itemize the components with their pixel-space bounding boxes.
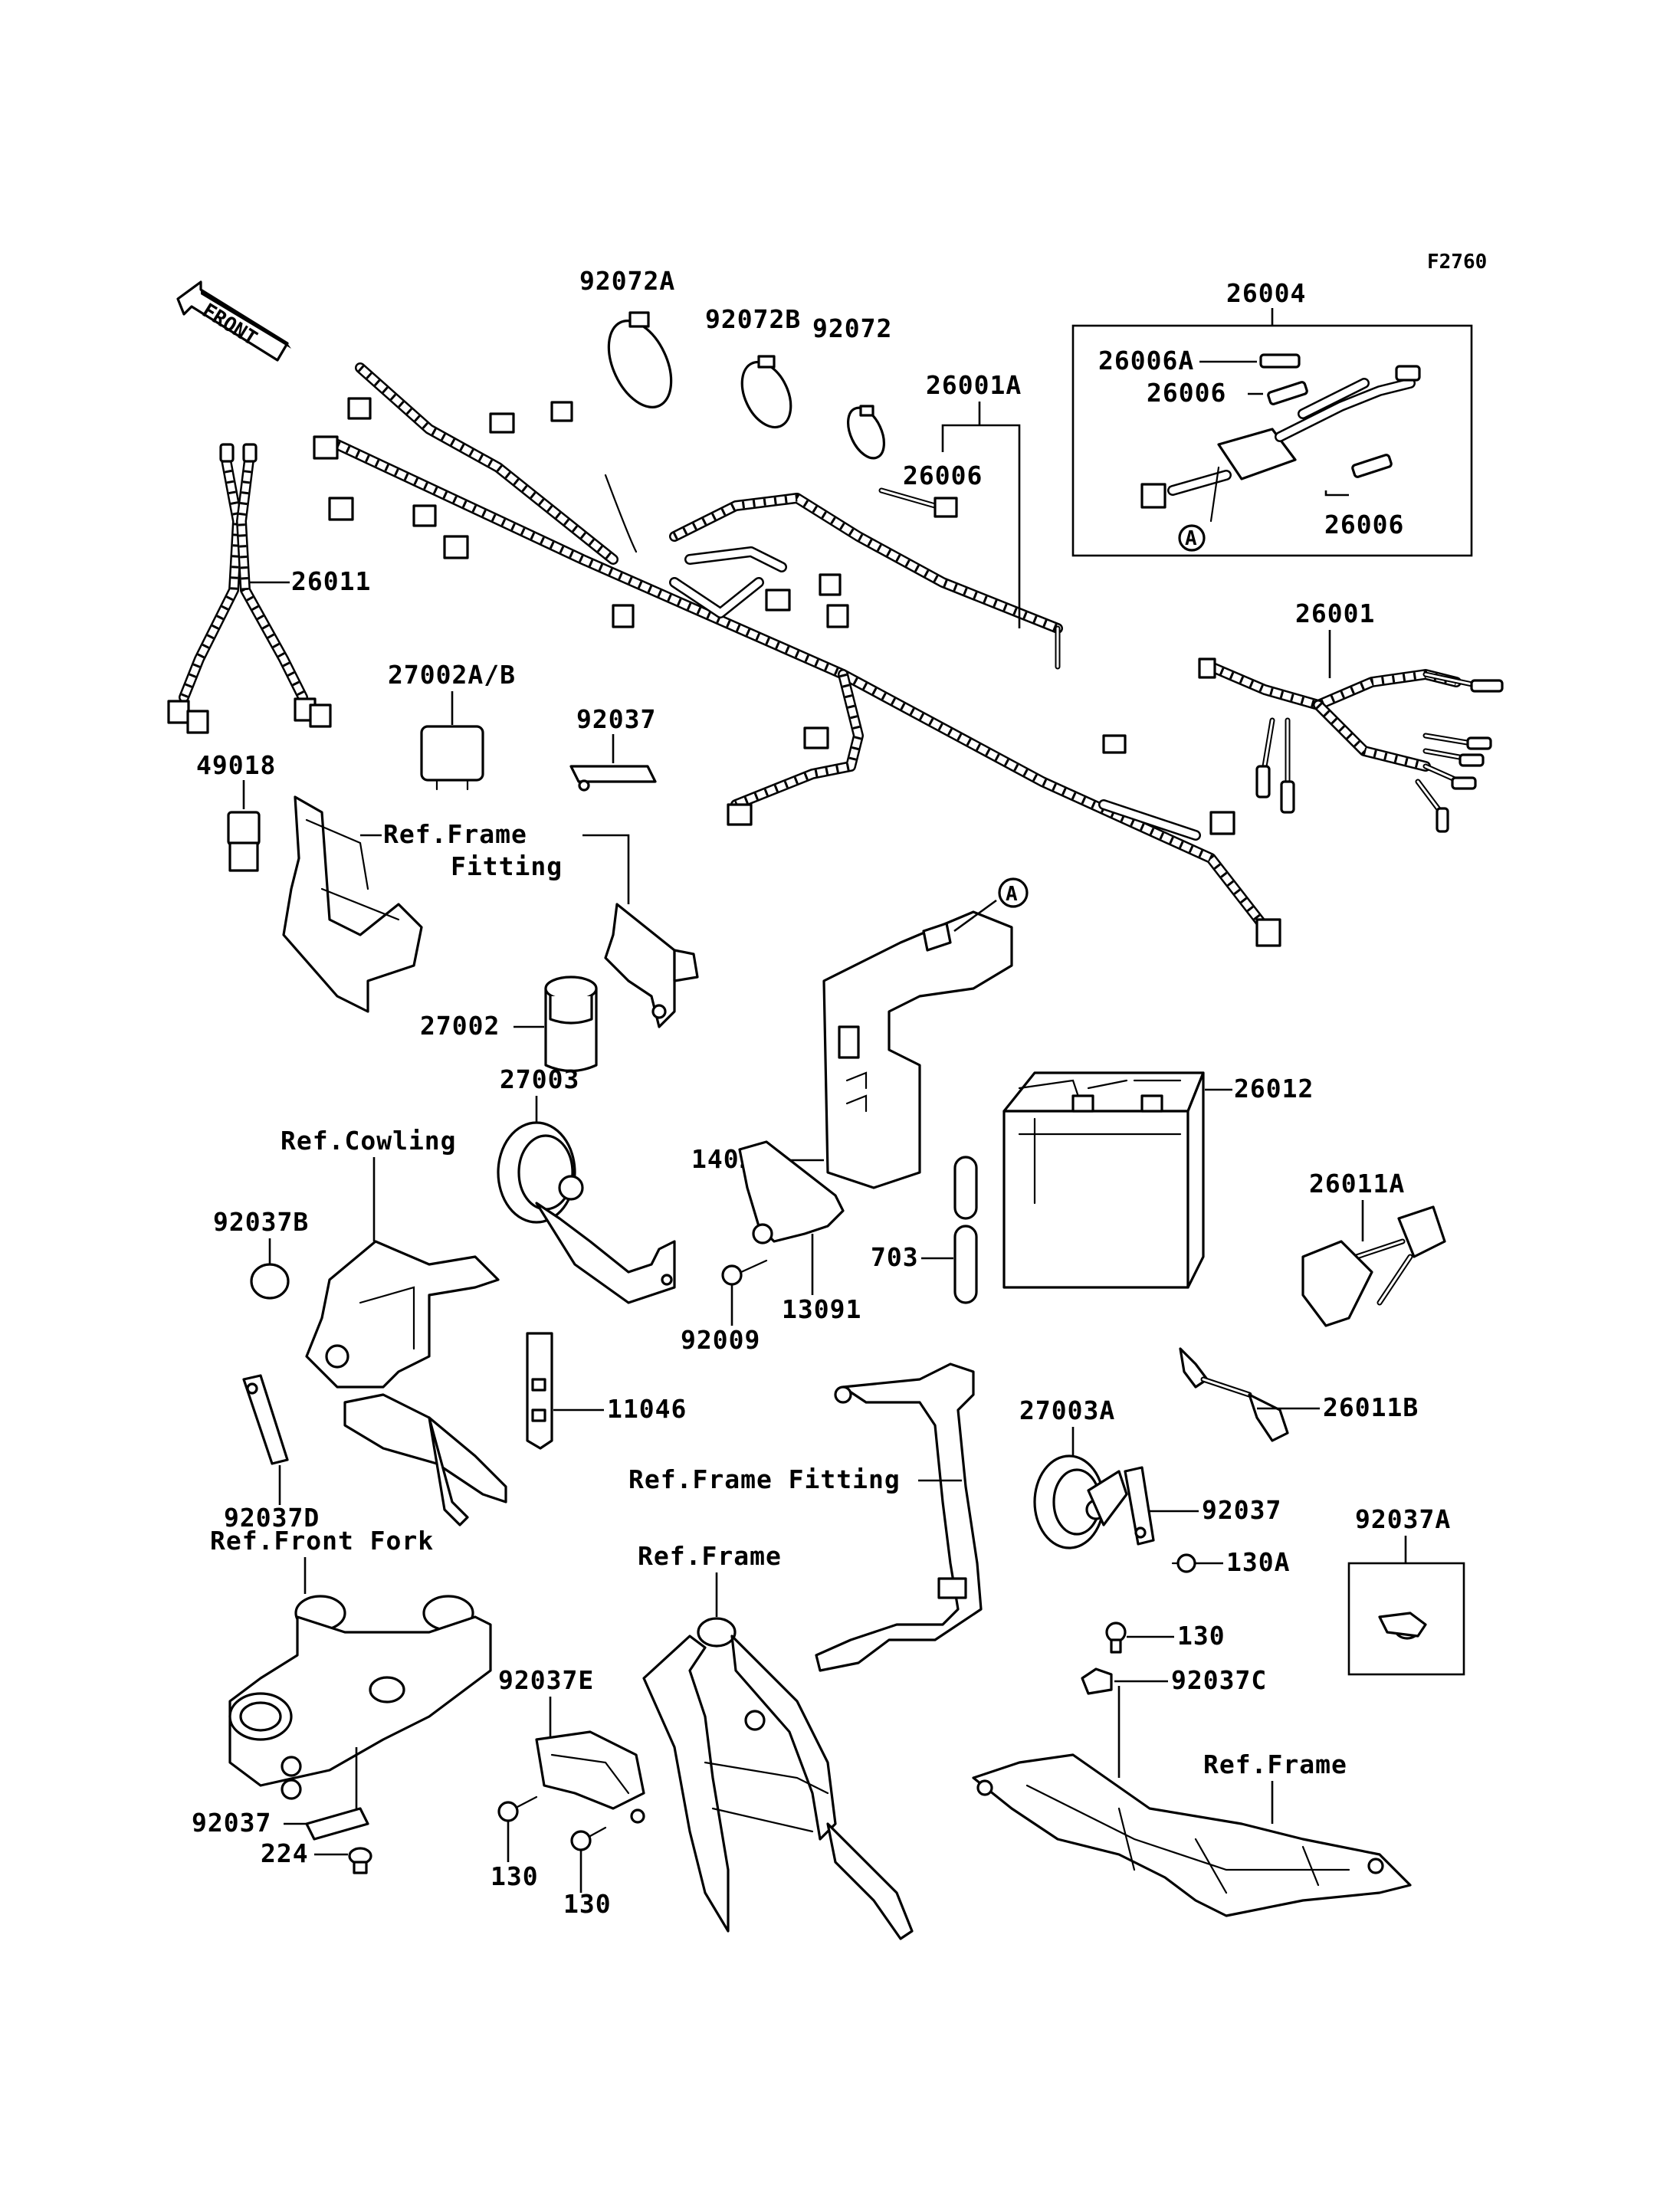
label-26004: 26004 <box>1226 278 1306 308</box>
front-arrow-icon: FRONT <box>176 280 291 362</box>
fork-bracket <box>228 1595 492 1800</box>
bracket-mount <box>604 903 699 1028</box>
label-26006A: 26006A <box>1098 346 1194 375</box>
label-49018: 49018 <box>196 750 276 780</box>
sub-harness-26001 <box>1198 657 1504 833</box>
label-92037-fork: 92037 <box>192 1808 271 1838</box>
label-27002: 27002 <box>420 1011 500 1041</box>
relay-49018 <box>227 811 261 872</box>
bracket-11046 <box>526 1332 553 1450</box>
cable-tie-92072B <box>740 355 792 429</box>
battery-26012 <box>1002 1071 1205 1289</box>
diagram-code: F2760 <box>1427 251 1487 274</box>
label-130-c: 130 <box>563 1889 612 1919</box>
label-26006-a: 26006 <box>1147 378 1226 408</box>
label-26011A: 26011A <box>1309 1169 1405 1199</box>
bracket-92037 <box>569 765 657 792</box>
clip-92037A <box>1378 1612 1427 1640</box>
main-wiring-harness <box>313 362 1281 947</box>
label-92072A: 92072A <box>579 266 675 296</box>
frame-main-section <box>642 1617 914 1940</box>
label-26006-harness: 26006 <box>903 461 983 490</box>
bolt-130-b <box>497 1795 538 1822</box>
callout-a-main-label: A <box>1006 883 1018 906</box>
relay-27002AB <box>420 725 484 791</box>
cable-tie-92072A <box>607 311 673 408</box>
label-130A: 130A <box>1226 1547 1290 1577</box>
clip-92037D <box>242 1374 289 1465</box>
bracket-92037-horn <box>1124 1466 1155 1546</box>
label-ref-frame-fitting-1a: Ref.Frame <box>383 819 527 849</box>
label-26006-b: 26006 <box>1324 510 1404 539</box>
buzzer-27002 <box>544 976 598 1073</box>
battery-case-14024 <box>822 910 1013 1189</box>
bracket-13091 <box>738 1140 845 1244</box>
label-26011B: 26011B <box>1323 1392 1419 1422</box>
horn-27003 <box>497 1121 676 1304</box>
label-ref-frame-fitting-2: Ref.Frame Fitting <box>628 1464 901 1494</box>
label-26012: 26012 <box>1234 1074 1314 1103</box>
label-27003: 27003 <box>500 1064 579 1094</box>
label-26001A: 26001A <box>926 370 1022 400</box>
label-92037-horn: 92037 <box>1202 1495 1281 1525</box>
bolt-130-a <box>1105 1622 1127 1654</box>
label-92037-bracket: 92037 <box>576 704 656 734</box>
label-13091: 13091 <box>782 1294 861 1324</box>
label-92037B: 92037B <box>213 1207 309 1237</box>
label-ref-front-fork: Ref.Front Fork <box>210 1526 434 1556</box>
label-26011: 26011 <box>291 566 371 596</box>
terminal-26011B <box>1179 1347 1289 1442</box>
label-224: 224 <box>261 1838 309 1868</box>
frame-rear-section <box>972 1753 1412 1917</box>
label-27003A: 27003A <box>1019 1395 1115 1425</box>
label-703: 703 <box>871 1242 919 1272</box>
label-92037C: 92037C <box>1171 1665 1267 1695</box>
bracket-92037-fork <box>305 1807 369 1841</box>
label-92072B: 92072B <box>705 304 801 334</box>
bolt-130-c <box>570 1826 607 1851</box>
label-ref-frame-right: Ref.Frame <box>1203 1749 1347 1779</box>
label-27002AB: 27002A/B <box>388 660 516 690</box>
tubes-703 <box>953 1156 978 1304</box>
label-130-a: 130 <box>1177 1621 1226 1651</box>
horn-27003A <box>1033 1454 1128 1549</box>
clip-92037E <box>535 1730 645 1824</box>
frame-fitting-horn-bracket <box>815 1362 983 1672</box>
cowling-bracket <box>305 1240 507 1526</box>
frame-fitting-bracket <box>282 795 423 1013</box>
terminal-26011A <box>1301 1205 1446 1327</box>
bolt-130A <box>1171 1553 1196 1573</box>
label-ref-frame-fitting-1b: Fitting <box>451 851 563 881</box>
label-92037E: 92037E <box>498 1665 594 1695</box>
label-130-b: 130 <box>491 1861 539 1891</box>
callout-a-inset: A <box>1185 527 1197 550</box>
callout-a-main <box>998 877 1029 908</box>
label-92009: 92009 <box>681 1325 760 1355</box>
label-92037A: 92037A <box>1355 1504 1451 1534</box>
clip-92037A-frame <box>1347 1562 1465 1676</box>
clip-92037B <box>250 1263 290 1300</box>
cable-tie-92072 <box>847 405 885 460</box>
bolt-92009 <box>721 1259 768 1286</box>
label-ref-cowling: Ref.Cowling <box>281 1126 457 1156</box>
label-11046: 11046 <box>607 1394 687 1424</box>
label-92037D: 92037D <box>224 1503 320 1533</box>
bolt-224 <box>348 1847 372 1874</box>
clip-92037C <box>1081 1667 1113 1695</box>
label-ref-frame-center: Ref.Frame <box>638 1541 782 1571</box>
label-92072: 92072 <box>812 313 892 343</box>
label-26001: 26001 <box>1295 598 1375 628</box>
fuse-holder-26004: A <box>1140 353 1421 552</box>
sub-harness-26011 <box>167 443 332 734</box>
